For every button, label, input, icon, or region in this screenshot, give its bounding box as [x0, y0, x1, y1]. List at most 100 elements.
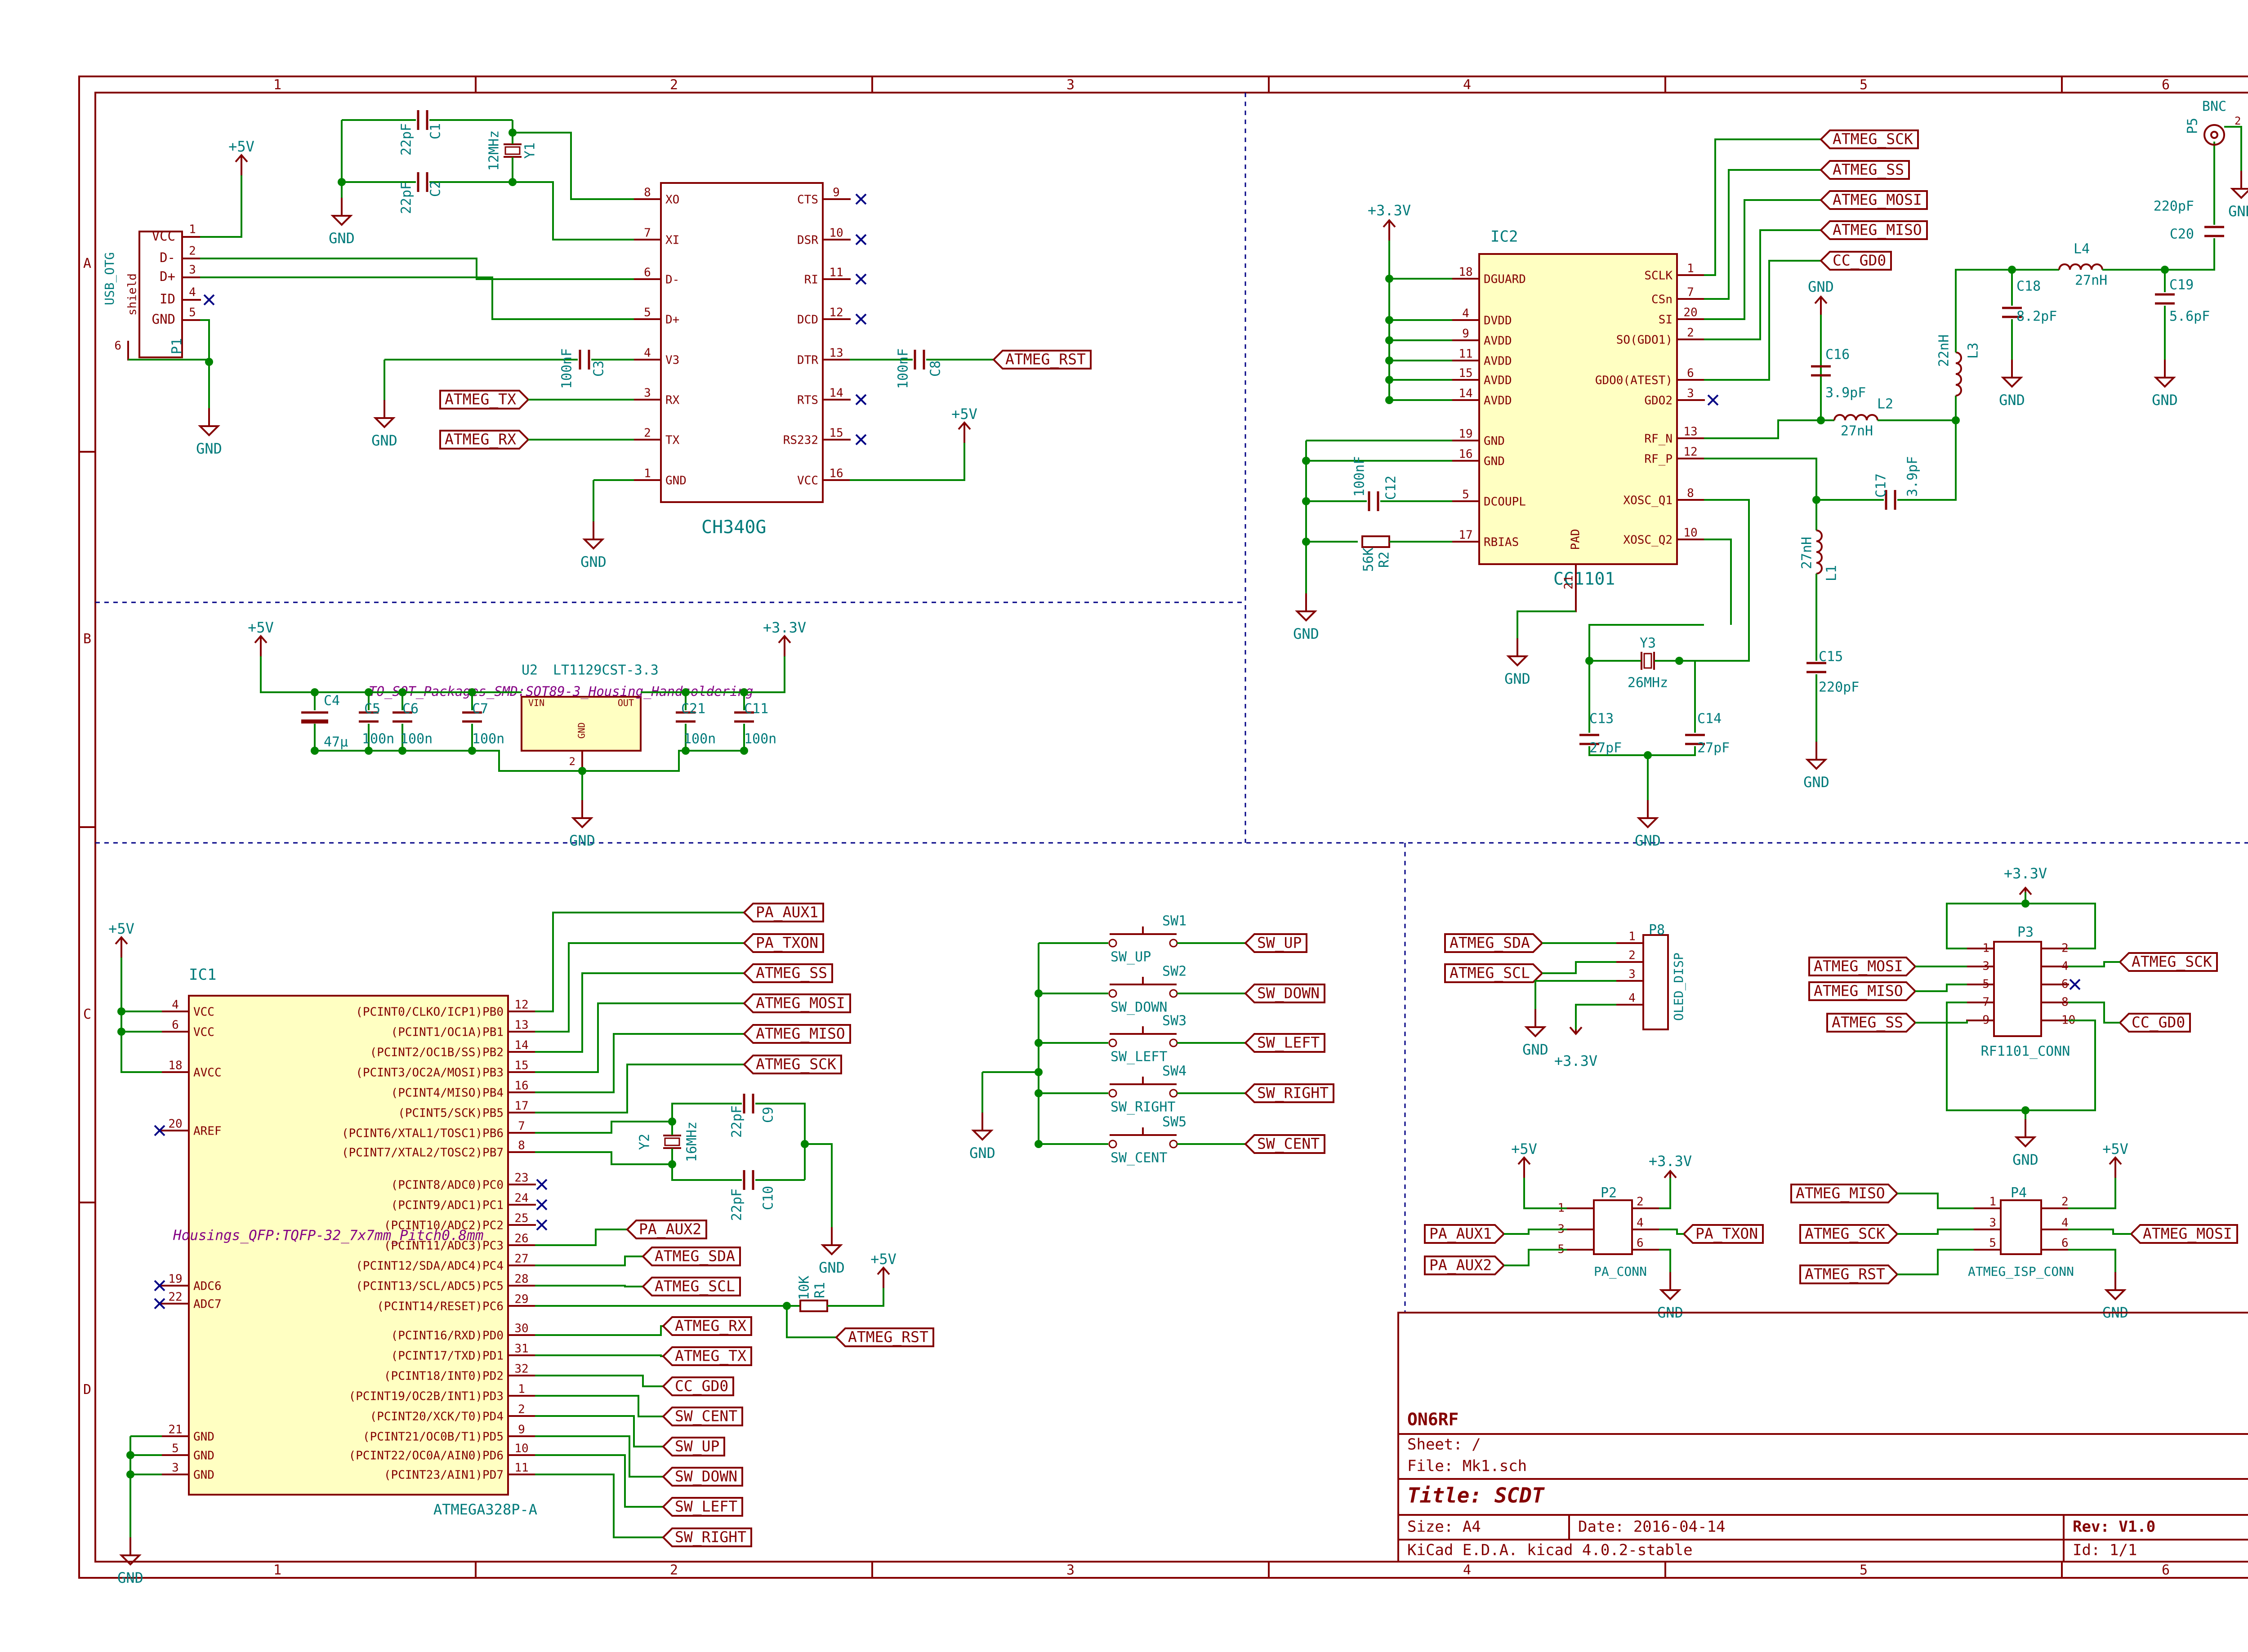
- wire: [1534, 980, 1616, 1009]
- title-size: Size: A4: [1407, 1518, 1481, 1536]
- l4-ref: L4: [2074, 241, 2090, 257]
- pin-name: D+: [665, 313, 679, 327]
- pin-number: 2: [569, 755, 575, 768]
- c13-ref: C13: [1589, 711, 1614, 727]
- power-label: +3.3V: [1368, 202, 1411, 219]
- wire: [535, 1002, 744, 1073]
- ground-symbol: [2230, 171, 2248, 199]
- net-label-text: ATMEG_RST: [1005, 351, 1086, 369]
- inductor-l4: [2058, 263, 2103, 270]
- net-label-text: PA_AUX2: [639, 1220, 701, 1238]
- net-label-switch: [1244, 984, 1325, 1003]
- wire: [535, 1064, 744, 1113]
- net-label-text: ATMEG_SS: [1832, 1014, 1903, 1032]
- pin-number: 19: [168, 1273, 182, 1286]
- net-label: [743, 1055, 842, 1074]
- net-label-cc-gd0: [1820, 251, 1892, 271]
- col-number: 4: [1463, 77, 1471, 93]
- wire: [2068, 1249, 2116, 1272]
- title-rev: Rev: V1.0: [2073, 1518, 2155, 1536]
- net-label-text: ATMEG_SCK: [1805, 1225, 1885, 1243]
- ground-label: GND: [329, 230, 355, 247]
- ground-label: GND: [1635, 832, 1661, 849]
- switch-value: SW_LEFT: [1111, 1049, 1167, 1065]
- pin-number: 1: [1989, 1195, 1996, 1209]
- pin-number: 32: [514, 1363, 528, 1376]
- switch-value: SW_RIGHT: [1111, 1100, 1176, 1115]
- wire: [1575, 1004, 1616, 1029]
- pin-name: (PCINT7/XTAL2/TOSC2)PB7: [342, 1146, 504, 1160]
- crystal-y2: [663, 1135, 681, 1149]
- ground-label: GND: [969, 1144, 995, 1162]
- pin-number: 20: [168, 1118, 182, 1131]
- y2-ref: Y2: [637, 1134, 653, 1150]
- pin-name: GND: [193, 1469, 214, 1482]
- pin-number: 3: [1982, 960, 1989, 973]
- net-label-text: SW_LEFT: [1257, 1034, 1320, 1052]
- ground-label: GND: [1999, 392, 2025, 409]
- l2-ref: L2: [1877, 396, 1893, 412]
- pin-name: (PCINT11/ADC3)PC3: [384, 1239, 504, 1253]
- col-number: 3: [1066, 77, 1075, 93]
- title-file: File: Mk1.sch: [1407, 1457, 1527, 1475]
- pin-number: 29: [514, 1293, 528, 1306]
- c17-ref: C17: [1873, 473, 1889, 498]
- cc1101-value: CC1101: [1553, 569, 1615, 589]
- power-label: +5V: [228, 138, 254, 155]
- pin-name: AVCC: [193, 1066, 222, 1080]
- p5-ref: P5: [2185, 118, 2201, 134]
- pin-number: 6: [2061, 1237, 2069, 1250]
- ground-symbol: [2014, 1119, 2037, 1148]
- net-label: [662, 1407, 743, 1426]
- pin-name: ADC7: [193, 1298, 222, 1311]
- no-connect-mark: [855, 394, 867, 405]
- atmega-footprint: Housings_QFP:TQFP-32_7x7mm_Pitch0.8mm: [173, 1228, 484, 1244]
- junction-dot: [1385, 275, 1393, 283]
- regulator-ref: U2: [522, 663, 538, 678]
- net-label-pa-txon: [1682, 1224, 1764, 1244]
- pin-name: RX: [665, 394, 680, 407]
- switch-contact: [1108, 939, 1117, 948]
- wire: [200, 175, 242, 238]
- ground-symbol: [198, 408, 220, 436]
- pin-name: CSn: [1651, 293, 1673, 307]
- wire: [755, 1103, 806, 1144]
- ground-symbol: [1637, 800, 1659, 828]
- title-block-frame: [1397, 1312, 2248, 1563]
- net-label-text: SW_UP: [675, 1438, 719, 1456]
- power-label: +5V: [1511, 1140, 1537, 1158]
- power-label: +5V: [870, 1251, 897, 1268]
- pin-number: 8: [644, 186, 651, 200]
- net-label-text: CC_GD0: [1833, 252, 1886, 270]
- net-label-atmeg-mosi: [1820, 190, 1928, 210]
- pin-name: AVDD: [1484, 394, 1512, 408]
- switch-contact: [1169, 1038, 1178, 1047]
- regulator-value: LT1129CST-3.3: [553, 663, 659, 678]
- net-label-atmeg-ss: [1826, 1013, 1917, 1033]
- pin-name: (PCINT21/OC0B/T1)PD5: [363, 1430, 504, 1444]
- ground-label: GND: [1803, 774, 1829, 791]
- wire: [1659, 1178, 1671, 1209]
- net-label-atmeg-mosi: [2130, 1224, 2238, 1244]
- junction-dot: [1385, 396, 1393, 404]
- net-label-text: ATMEG_MISO: [1796, 1184, 1885, 1202]
- p4-body: [2000, 1199, 2042, 1255]
- r2-value: 56K: [1361, 548, 1377, 572]
- y3-value: 26MHz: [1628, 675, 1668, 691]
- capacitor: [393, 711, 412, 723]
- pin-name: RI: [804, 273, 818, 287]
- net-label-text: PA_TXON: [756, 934, 818, 952]
- p2-ref: P2: [1601, 1185, 1617, 1201]
- pin-number: 2: [2061, 1195, 2069, 1209]
- pin-name: (PCINT5/SCK)PB5: [398, 1107, 504, 1120]
- ground-label: GND: [569, 832, 595, 849]
- pin-name: (PCINT9/ADC1)PC1: [391, 1199, 504, 1212]
- usb-pin-name: VCC: [152, 228, 175, 244]
- no-connect-mark: [855, 273, 867, 285]
- title-sheet: Sheet: /: [1407, 1436, 1481, 1454]
- switch-contact: [1108, 989, 1117, 998]
- net-label-text: ATMEG_SS: [756, 964, 827, 982]
- row-letter: D: [83, 1382, 91, 1398]
- atmega-ic: IC1ATMEGA328P-AHousings_QFP:TQFP-32_7x7m…: [108, 903, 934, 1586]
